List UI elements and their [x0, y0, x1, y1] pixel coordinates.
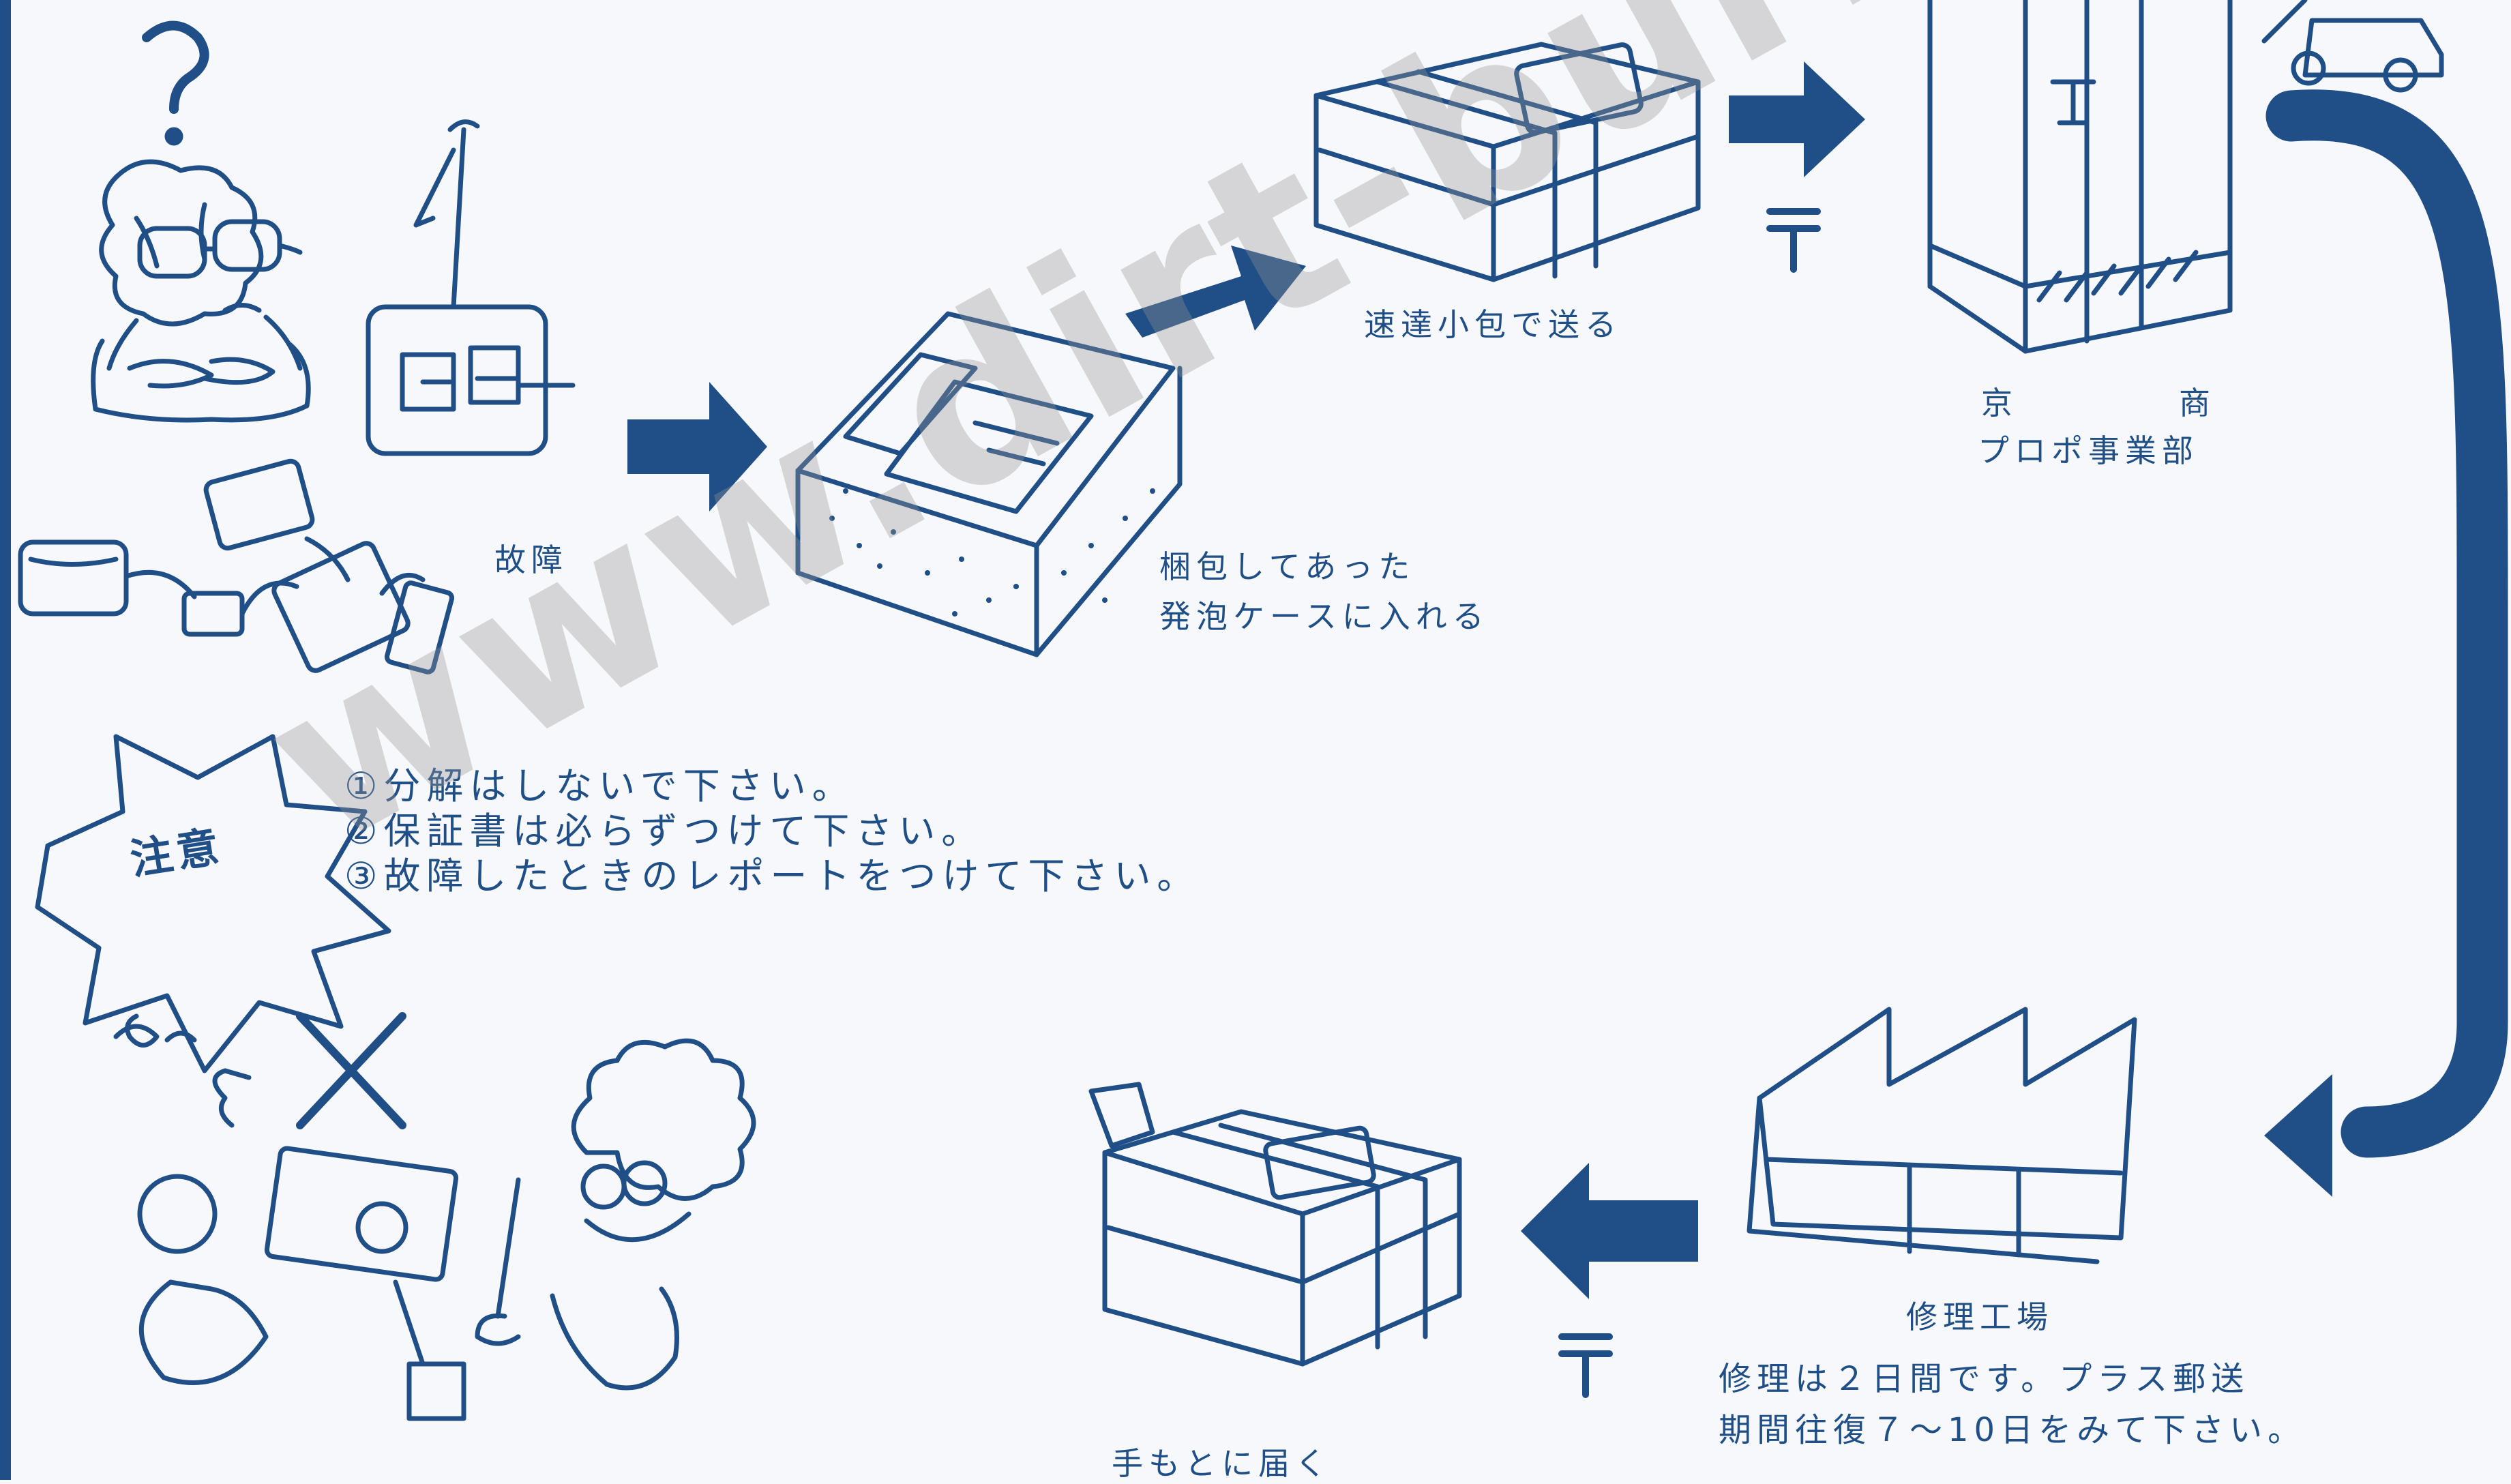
repair-factory-illustration	[1747, 1007, 2137, 1264]
repair-note: 修理は２日間です。プラス郵送 期間往復７～10日をみて下さい。	[1719, 1354, 2306, 1456]
foam-case-label-line1: 梱包してあった	[1159, 548, 1416, 585]
kyosho-label-left: 京	[1981, 385, 2018, 421]
foam-dots	[829, 488, 1155, 617]
transmitter-illustration	[366, 119, 576, 456]
repair-note-line2: 期間往復７～10日をみて下さい。	[1719, 1411, 2306, 1449]
arrow-right-1	[627, 382, 767, 511]
left-frame-border	[0, 0, 11, 1480]
caution-list: ①分解はしないで下さい。 ②保証書は必らずつけて下さい。 ③故障したときのレポー…	[344, 764, 1200, 899]
repair-note-line1: 修理は２日間です。プラス郵送	[1719, 1360, 2250, 1398]
arrow-right-2	[1729, 61, 1865, 177]
caution-item-1: ①分解はしないで下さい。	[344, 765, 855, 807]
breakdown-label: 故障	[494, 541, 568, 578]
arrow-up-right	[1125, 246, 1306, 338]
curved-arrow-head	[2264, 1074, 2332, 1197]
caution-item-2: ②保証書は必らずつけて下さい。	[344, 810, 985, 852]
disassembly-person-illustration	[113, 1012, 756, 1421]
kyosho-label-right: 商	[2179, 385, 2216, 421]
arrow-left	[1521, 1163, 1698, 1299]
delivered-parcel-illustration	[1088, 1082, 1462, 1367]
caution-star-burst	[35, 734, 391, 1073]
express-parcel-illustration	[1313, 42, 1701, 282]
post-mark-icons	[1558, 208, 1821, 1398]
repair-factory-label: 修理工場	[1906, 1298, 2053, 1335]
kyosho-building-illustration	[1927, 0, 2233, 354]
foam-case-illustration	[795, 311, 1183, 657]
truck-illustration	[2261, 0, 2444, 93]
caution-item-3: ③故障したときのレポートをつけて下さい。	[344, 855, 1200, 897]
curved-return-arrow	[2265, 89, 2508, 1158]
propo-division-label: プロポ事業部	[1978, 432, 2199, 469]
receiver-servos-illustration	[18, 458, 455, 674]
confused-person-illustration	[91, 20, 311, 423]
foam-case-label-line2: 発泡ケースに入れる	[1159, 598, 1489, 635]
express-parcel-label: 速達小包で送る	[1364, 306, 1622, 343]
delivered-label: 手もとに届く	[1112, 1445, 1333, 1482]
